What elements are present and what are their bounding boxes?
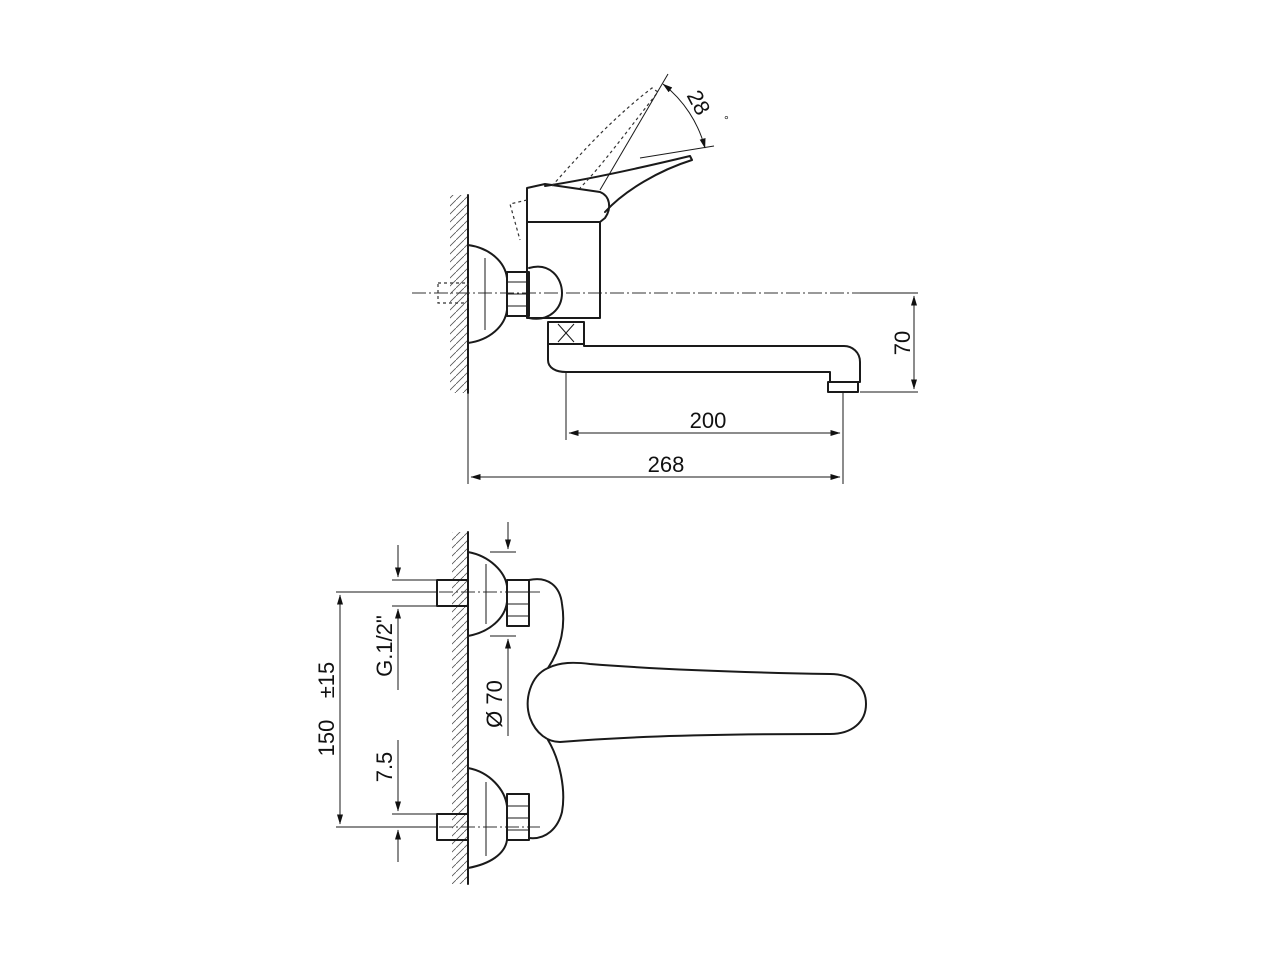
side-lever bbox=[544, 155, 693, 213]
side-inlet-pipe bbox=[437, 282, 469, 304]
side-wall-hatch bbox=[450, 195, 468, 393]
angle-dim-label: 28 bbox=[682, 86, 716, 119]
angle-ext-2 bbox=[639, 145, 715, 159]
depth-dim-label: 268 bbox=[648, 452, 685, 477]
front-wall-hatch bbox=[452, 532, 468, 884]
front-body-top bbox=[528, 578, 565, 669]
angle-unit-label: ° bbox=[724, 113, 729, 127]
side-swivel-x-2 bbox=[557, 323, 575, 343]
side-rosette bbox=[467, 244, 508, 344]
offset-dim-label: 7.5 bbox=[372, 752, 397, 783]
height-dim-label: 70 bbox=[890, 331, 915, 355]
front-view: 150 ±15 G.1/2" 7.5 Ø 70 bbox=[314, 522, 867, 885]
side-lever-rotated bbox=[551, 87, 659, 189]
side-aerator bbox=[827, 381, 859, 393]
tolerance-dim-label: ±15 bbox=[314, 662, 339, 699]
side-mixer-body bbox=[526, 221, 601, 319]
side-swivel-nut bbox=[547, 321, 585, 345]
side-spout bbox=[547, 343, 861, 383]
centers-dim-label: 150 bbox=[314, 720, 339, 757]
upper-nut bbox=[506, 579, 530, 627]
angle-ext-1 bbox=[599, 73, 669, 191]
spout-dim-label: 200 bbox=[690, 408, 727, 433]
side-cap-rotated bbox=[509, 199, 528, 241]
rosette-dim-label: Ø 70 bbox=[482, 680, 507, 728]
lower-nut bbox=[506, 793, 530, 841]
front-lever-handle bbox=[526, 661, 867, 743]
lower-rosette bbox=[467, 767, 508, 869]
upper-rosette bbox=[467, 551, 508, 637]
front-body-bottom bbox=[528, 739, 565, 840]
thread-dim-label: G.1/2" bbox=[372, 615, 397, 677]
angle-arc bbox=[662, 83, 706, 149]
side-view: 70 200 268 28 ° bbox=[412, 73, 918, 484]
upper-inlet-pipe bbox=[436, 579, 469, 607]
side-lever-cap bbox=[526, 183, 611, 223]
